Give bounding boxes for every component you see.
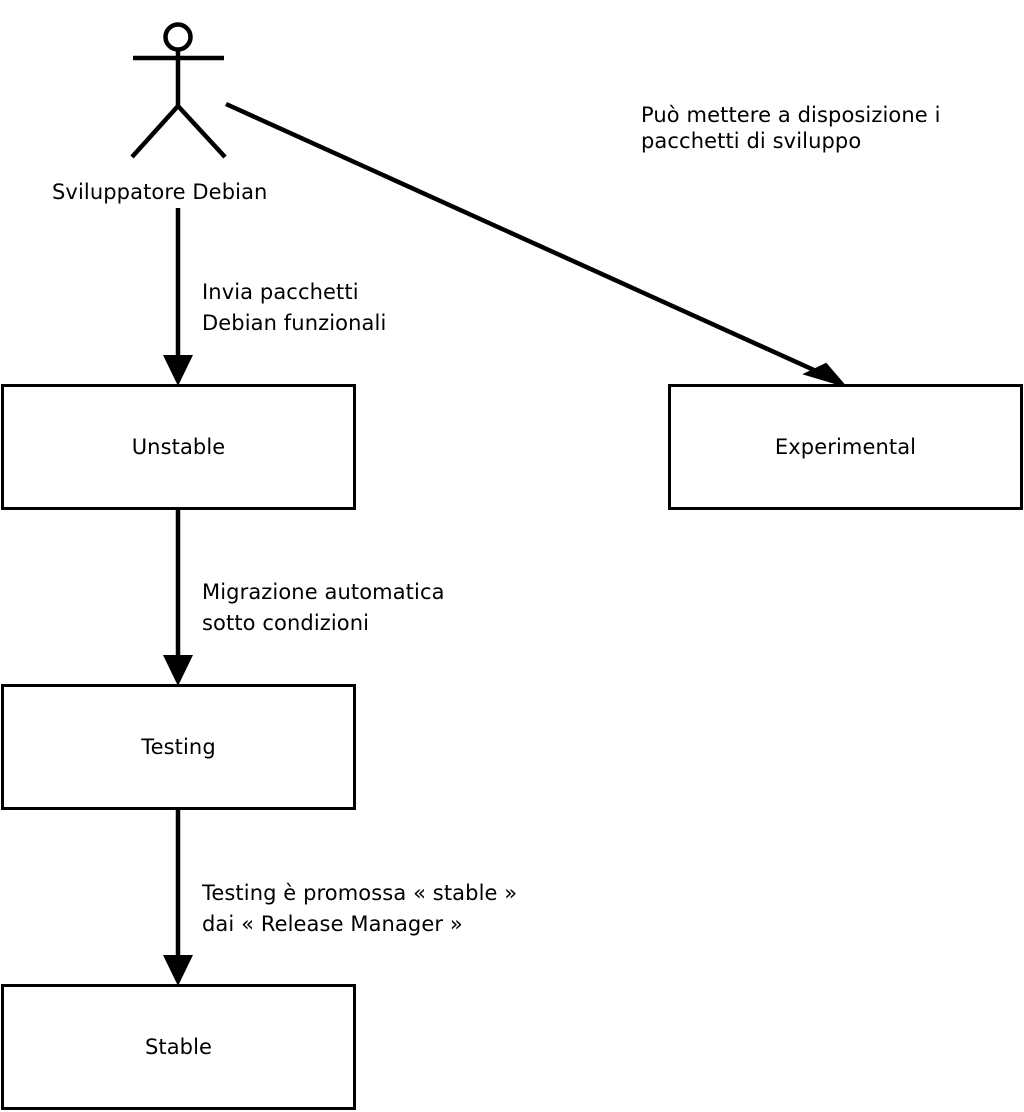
node-label-experimental: Experimental bbox=[774, 434, 917, 459]
arrowhead-icon bbox=[163, 955, 193, 986]
node-box-testing[interactable]: Testing bbox=[1, 684, 356, 810]
edge-label-line-1: Invia pacchetti bbox=[202, 280, 359, 304]
edge-label-line-1: Può mettere a disposizione i bbox=[641, 103, 941, 127]
actor-head-icon bbox=[163, 22, 193, 52]
arrowhead-icon bbox=[163, 355, 193, 386]
edge-label-line-2: dai « Release Manager » bbox=[202, 912, 463, 936]
arrowhead-icon bbox=[802, 362, 849, 388]
node-label-testing: Testing bbox=[141, 734, 216, 759]
edge-label-line-2: sotto condizioni bbox=[202, 611, 370, 635]
edge-testing-to-stable bbox=[163, 809, 193, 986]
arrowhead-icon bbox=[163, 655, 193, 686]
edge-label-line-2: pacchetti di sviluppo bbox=[641, 129, 862, 153]
node-box-unstable[interactable]: Unstable bbox=[1, 384, 356, 510]
edge-actor-to-experimental bbox=[225, 101, 849, 388]
node-box-stable[interactable]: Stable bbox=[1, 984, 356, 1110]
actor-right-leg-line bbox=[176, 104, 227, 159]
edge-actor-to-unstable bbox=[163, 208, 193, 386]
edge-label-line-1: Testing è promossa « stable » bbox=[202, 881, 518, 905]
edge-label-line-2: Debian funzionali bbox=[202, 311, 387, 335]
node-box-experimental[interactable]: Experimental bbox=[668, 384, 1023, 510]
edge-label-line-1: Migrazione automatica bbox=[202, 580, 445, 604]
actor-left-leg-line bbox=[130, 104, 180, 159]
edge-line bbox=[225, 101, 837, 383]
actor-stick-figure bbox=[130, 22, 227, 159]
node-label-stable: Stable bbox=[144, 1034, 213, 1059]
actor-label: Sviluppatore Debian bbox=[52, 180, 268, 204]
edge-unstable-to-testing bbox=[163, 509, 193, 686]
node-label-unstable: Unstable bbox=[131, 434, 226, 459]
